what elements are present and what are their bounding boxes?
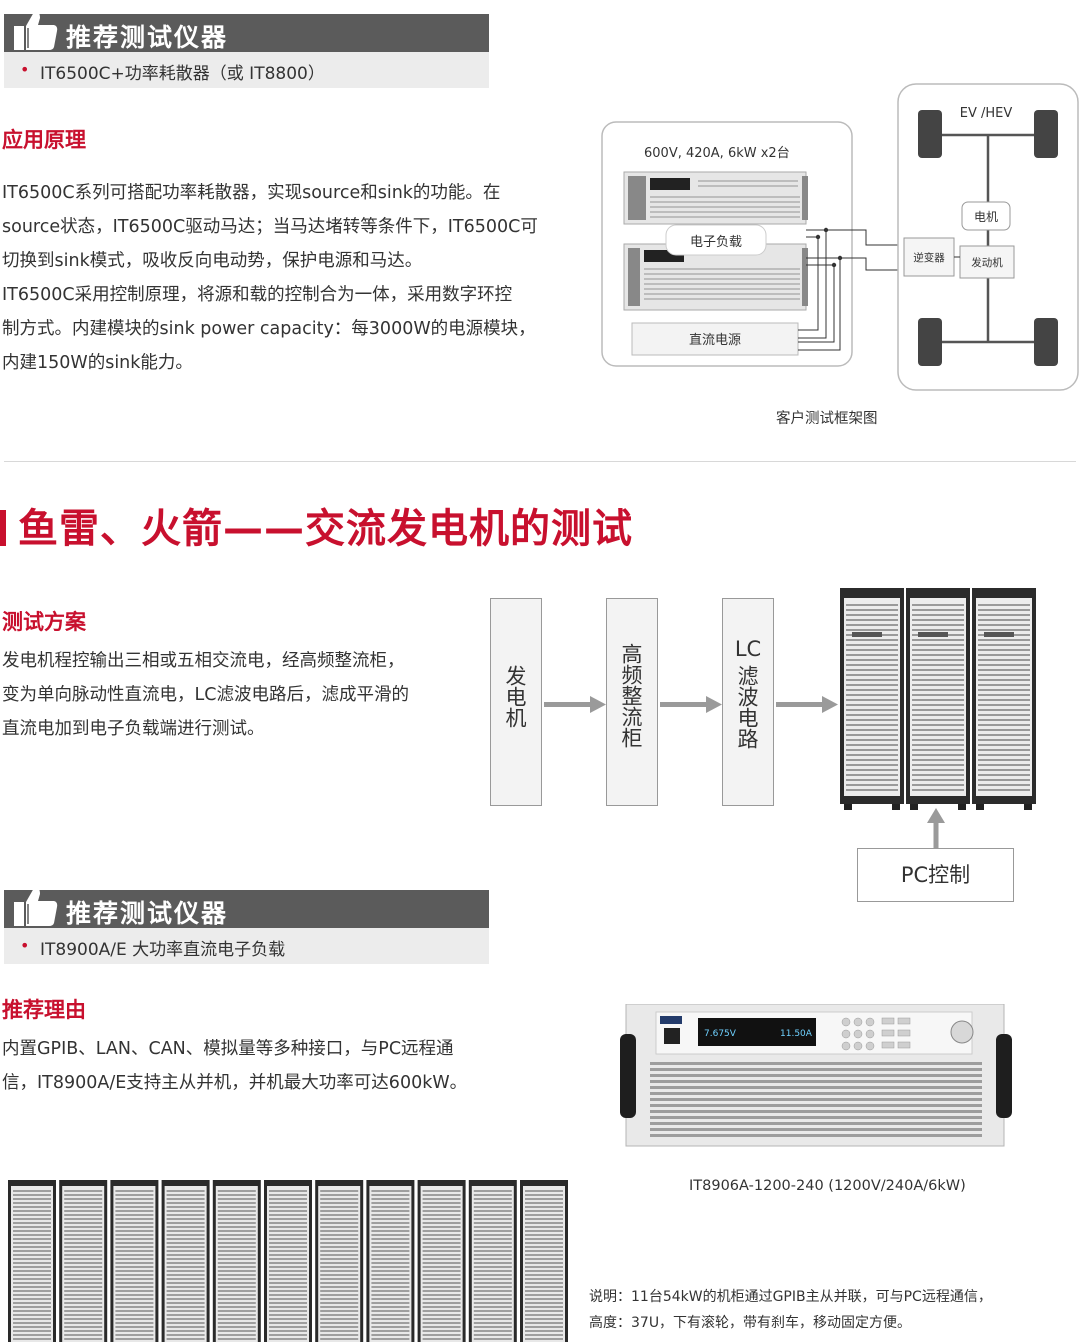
principle-line: IT6500C采用控制原理，将源和载的控制合为一体，采用数字环控	[2, 285, 513, 305]
principle-line: 切换到sink模式，吸收反向电动势，保护电源和马达。	[2, 251, 423, 271]
recommend-subbar-top: • IT6500C+功率耗散器（或 IT8800）	[4, 52, 489, 88]
cabinet	[468, 1180, 517, 1342]
load-label: 电子负载	[690, 235, 742, 250]
display-right: 11.50A	[780, 1029, 813, 1039]
bullet: •	[20, 60, 30, 79]
note-line-2: 高度：37U，下有滚轮，带有刹车，移动固定方便。	[589, 1315, 912, 1331]
display-screen	[698, 1018, 816, 1046]
motor-box	[961, 201, 1011, 231]
lc-label: LC	[734, 637, 762, 661]
pc-control-box: PC控制	[857, 848, 1014, 902]
reason-line: 内置GPIB、LAN、CAN、模拟量等多种接口，与PC远程通	[2, 1039, 454, 1059]
cabinet	[8, 1180, 56, 1342]
generator-box: 发电机	[490, 598, 542, 806]
rectifier-box: 高频整流柜	[606, 598, 658, 806]
filter-label: 滤波电路	[735, 665, 759, 749]
arrow-up-icon	[927, 808, 945, 848]
title-bar	[0, 510, 6, 546]
keypad	[841, 1017, 911, 1051]
engine-label: 发动机	[971, 256, 1003, 269]
load-label-box	[665, 224, 767, 256]
principle-line: 制方式。内建模块的sink power capacity：每3000W的电源模块…	[2, 319, 536, 339]
inverter-box	[903, 237, 955, 277]
lc-filter-box: LC 滤波电路	[722, 598, 774, 806]
cabinet	[161, 1180, 210, 1342]
reason-title: 推荐理由	[2, 998, 86, 1022]
section2-title: 鱼雷、火箭——交流发电机的测试	[0, 496, 633, 554]
recommend-subbar-bottom: • IT8900A/E 大功率直流电子负载	[4, 928, 489, 964]
recommend-header-bottom: 推荐测试仪器	[4, 887, 489, 928]
principle-line: source状态，IT6500C驱动马达；当马达堵转等条件下，IT6500C可	[2, 217, 538, 237]
principle-title: 应用原理	[2, 128, 86, 152]
dc-source-label: 直流电源	[689, 333, 741, 348]
recommend-title: 推荐测试仪器	[66, 899, 229, 928]
flow-arrows	[544, 696, 838, 713]
cabinet	[110, 1180, 159, 1342]
plan-line: 直流电加到电子负载端进行测试。	[2, 719, 265, 739]
arrow-right-icon	[590, 696, 606, 713]
rack-handle-left	[620, 1034, 636, 1118]
recommend-header-top: 推荐测试仪器	[4, 11, 489, 52]
dc-source-box	[631, 322, 799, 356]
note-line-1: 说明：11台54kW的机柜通过GPIB主从并联，可与PC远程通信，	[589, 1289, 992, 1305]
rack-handle-right	[996, 1034, 1012, 1118]
cabinet	[366, 1180, 415, 1342]
chassis	[930, 133, 1046, 344]
recommended-instrument: IT6500C+功率耗散器（或 IT8800）	[40, 64, 325, 84]
inverter-label: 逆变器	[913, 251, 945, 264]
product-caption: IT8906A-1200-240 (1200V/240A/6kW)	[689, 1178, 966, 1194]
rectifier-label: 高频整流柜	[619, 643, 643, 748]
principle-line: IT6500C系列可搭配功率耗散器，实现source和sink的功能。在	[2, 183, 501, 203]
cabinet	[417, 1180, 466, 1342]
arrow-right-icon	[544, 702, 590, 707]
bullet: •	[20, 936, 30, 955]
principle-line: 内建150W的sink能力。	[2, 353, 193, 373]
reason-line: 信，IT8900A/E支持主从并机，并机最大功率可达600kW。	[2, 1073, 468, 1093]
load-instrument-top	[623, 171, 808, 225]
cabinet	[315, 1180, 364, 1342]
it8906a-product-image: 7.675V 11.50A	[620, 1004, 1012, 1147]
thumbs-up-icon	[14, 11, 58, 51]
section2-title-text: 鱼雷、火箭——交流发电机的测试	[18, 506, 633, 552]
engine-box	[959, 245, 1015, 279]
diagram1-caption: 客户测试框架图	[776, 411, 878, 427]
recommended-instrument: IT8900A/E 大功率直流电子负载	[40, 940, 286, 960]
spec-label: 600V, 420A, 6kW x2台	[644, 146, 790, 161]
cabinet	[59, 1180, 108, 1342]
recommend-title: 推荐测试仪器	[66, 23, 229, 52]
customer-test-diagram: 600V, 420A, 6kW x2台 电子负载 直流电源	[601, 83, 1079, 391]
cabinet	[264, 1180, 312, 1342]
cabinet	[520, 1180, 568, 1342]
plan-line: 变为单向脉动性直流电，LC滤波电路后，滤成平滑的	[2, 685, 409, 705]
wires	[798, 229, 906, 351]
arrow-right-icon	[776, 702, 822, 707]
ev-label: EV /HEV	[960, 106, 1013, 121]
plan-text: 发电机程控输出三相或五相交流电，经高频整流柜， 变为单向脉动性直流电，LC滤波电…	[2, 644, 472, 746]
rotary-knob	[950, 1020, 974, 1044]
cabinet	[212, 1180, 261, 1342]
plan-line: 发电机程控输出三相或五相交流电，经高频整流柜，	[2, 651, 405, 671]
reason-text: 内置GPIB、LAN、CAN、模拟量等多种接口，与PC远程通 信，IT8900A…	[2, 1032, 522, 1100]
motor-label: 电机	[974, 210, 998, 224]
arrow-right-icon	[660, 702, 706, 707]
arrow-right-icon	[822, 696, 838, 713]
power-label-plate	[660, 1016, 682, 1024]
load-cabinets	[840, 588, 1036, 810]
arrow-right-icon	[706, 696, 722, 713]
generator-label: 发电机	[503, 665, 527, 728]
thumbs-up-icon	[14, 887, 58, 926]
parallel-cabinet-row	[8, 1180, 568, 1342]
principle-text: IT6500C系列可搭配功率耗散器，实现source和sink的功能。在 sou…	[2, 176, 562, 380]
plan-title: 测试方案	[2, 610, 86, 634]
wheels	[918, 110, 1058, 366]
display-left: 7.675V	[704, 1029, 737, 1039]
power-switch	[664, 1028, 680, 1044]
section-divider	[4, 461, 1076, 462]
